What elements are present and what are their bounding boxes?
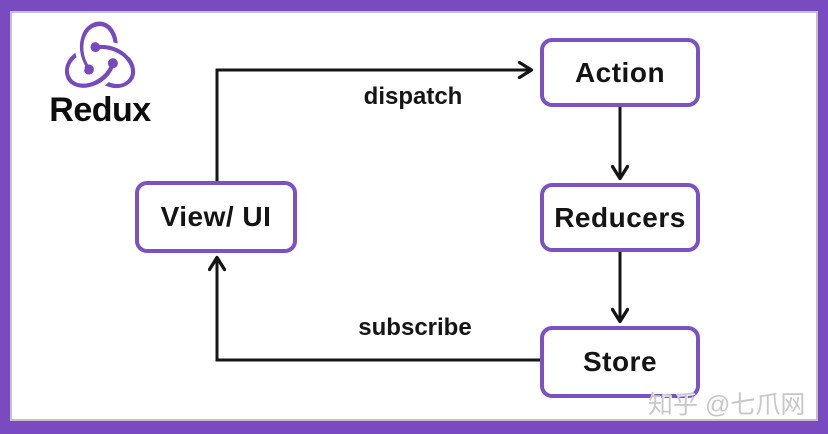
redux-logo-icon xyxy=(64,21,136,89)
edge-label-dispatch: dispatch xyxy=(363,83,463,110)
edge-subscribe-line xyxy=(217,259,540,362)
watermark-text: 知乎 @七爪网 xyxy=(648,391,806,419)
node-reducers-label: Reducers xyxy=(554,201,686,233)
node-reducers: Reducers xyxy=(540,183,700,252)
node-store-label: Store xyxy=(582,346,658,377)
node-action-label: Action xyxy=(574,56,666,88)
redux-logo-label: Redux xyxy=(49,91,151,129)
node-view-ui: View/ UI xyxy=(135,181,297,253)
node-view-ui-label: View/ UI xyxy=(160,201,272,232)
redux-brand: Redux xyxy=(30,20,170,130)
edge-label-subscribe: subscribe xyxy=(358,314,472,341)
node-action: Action xyxy=(540,38,700,107)
node-store: Store xyxy=(540,326,700,398)
